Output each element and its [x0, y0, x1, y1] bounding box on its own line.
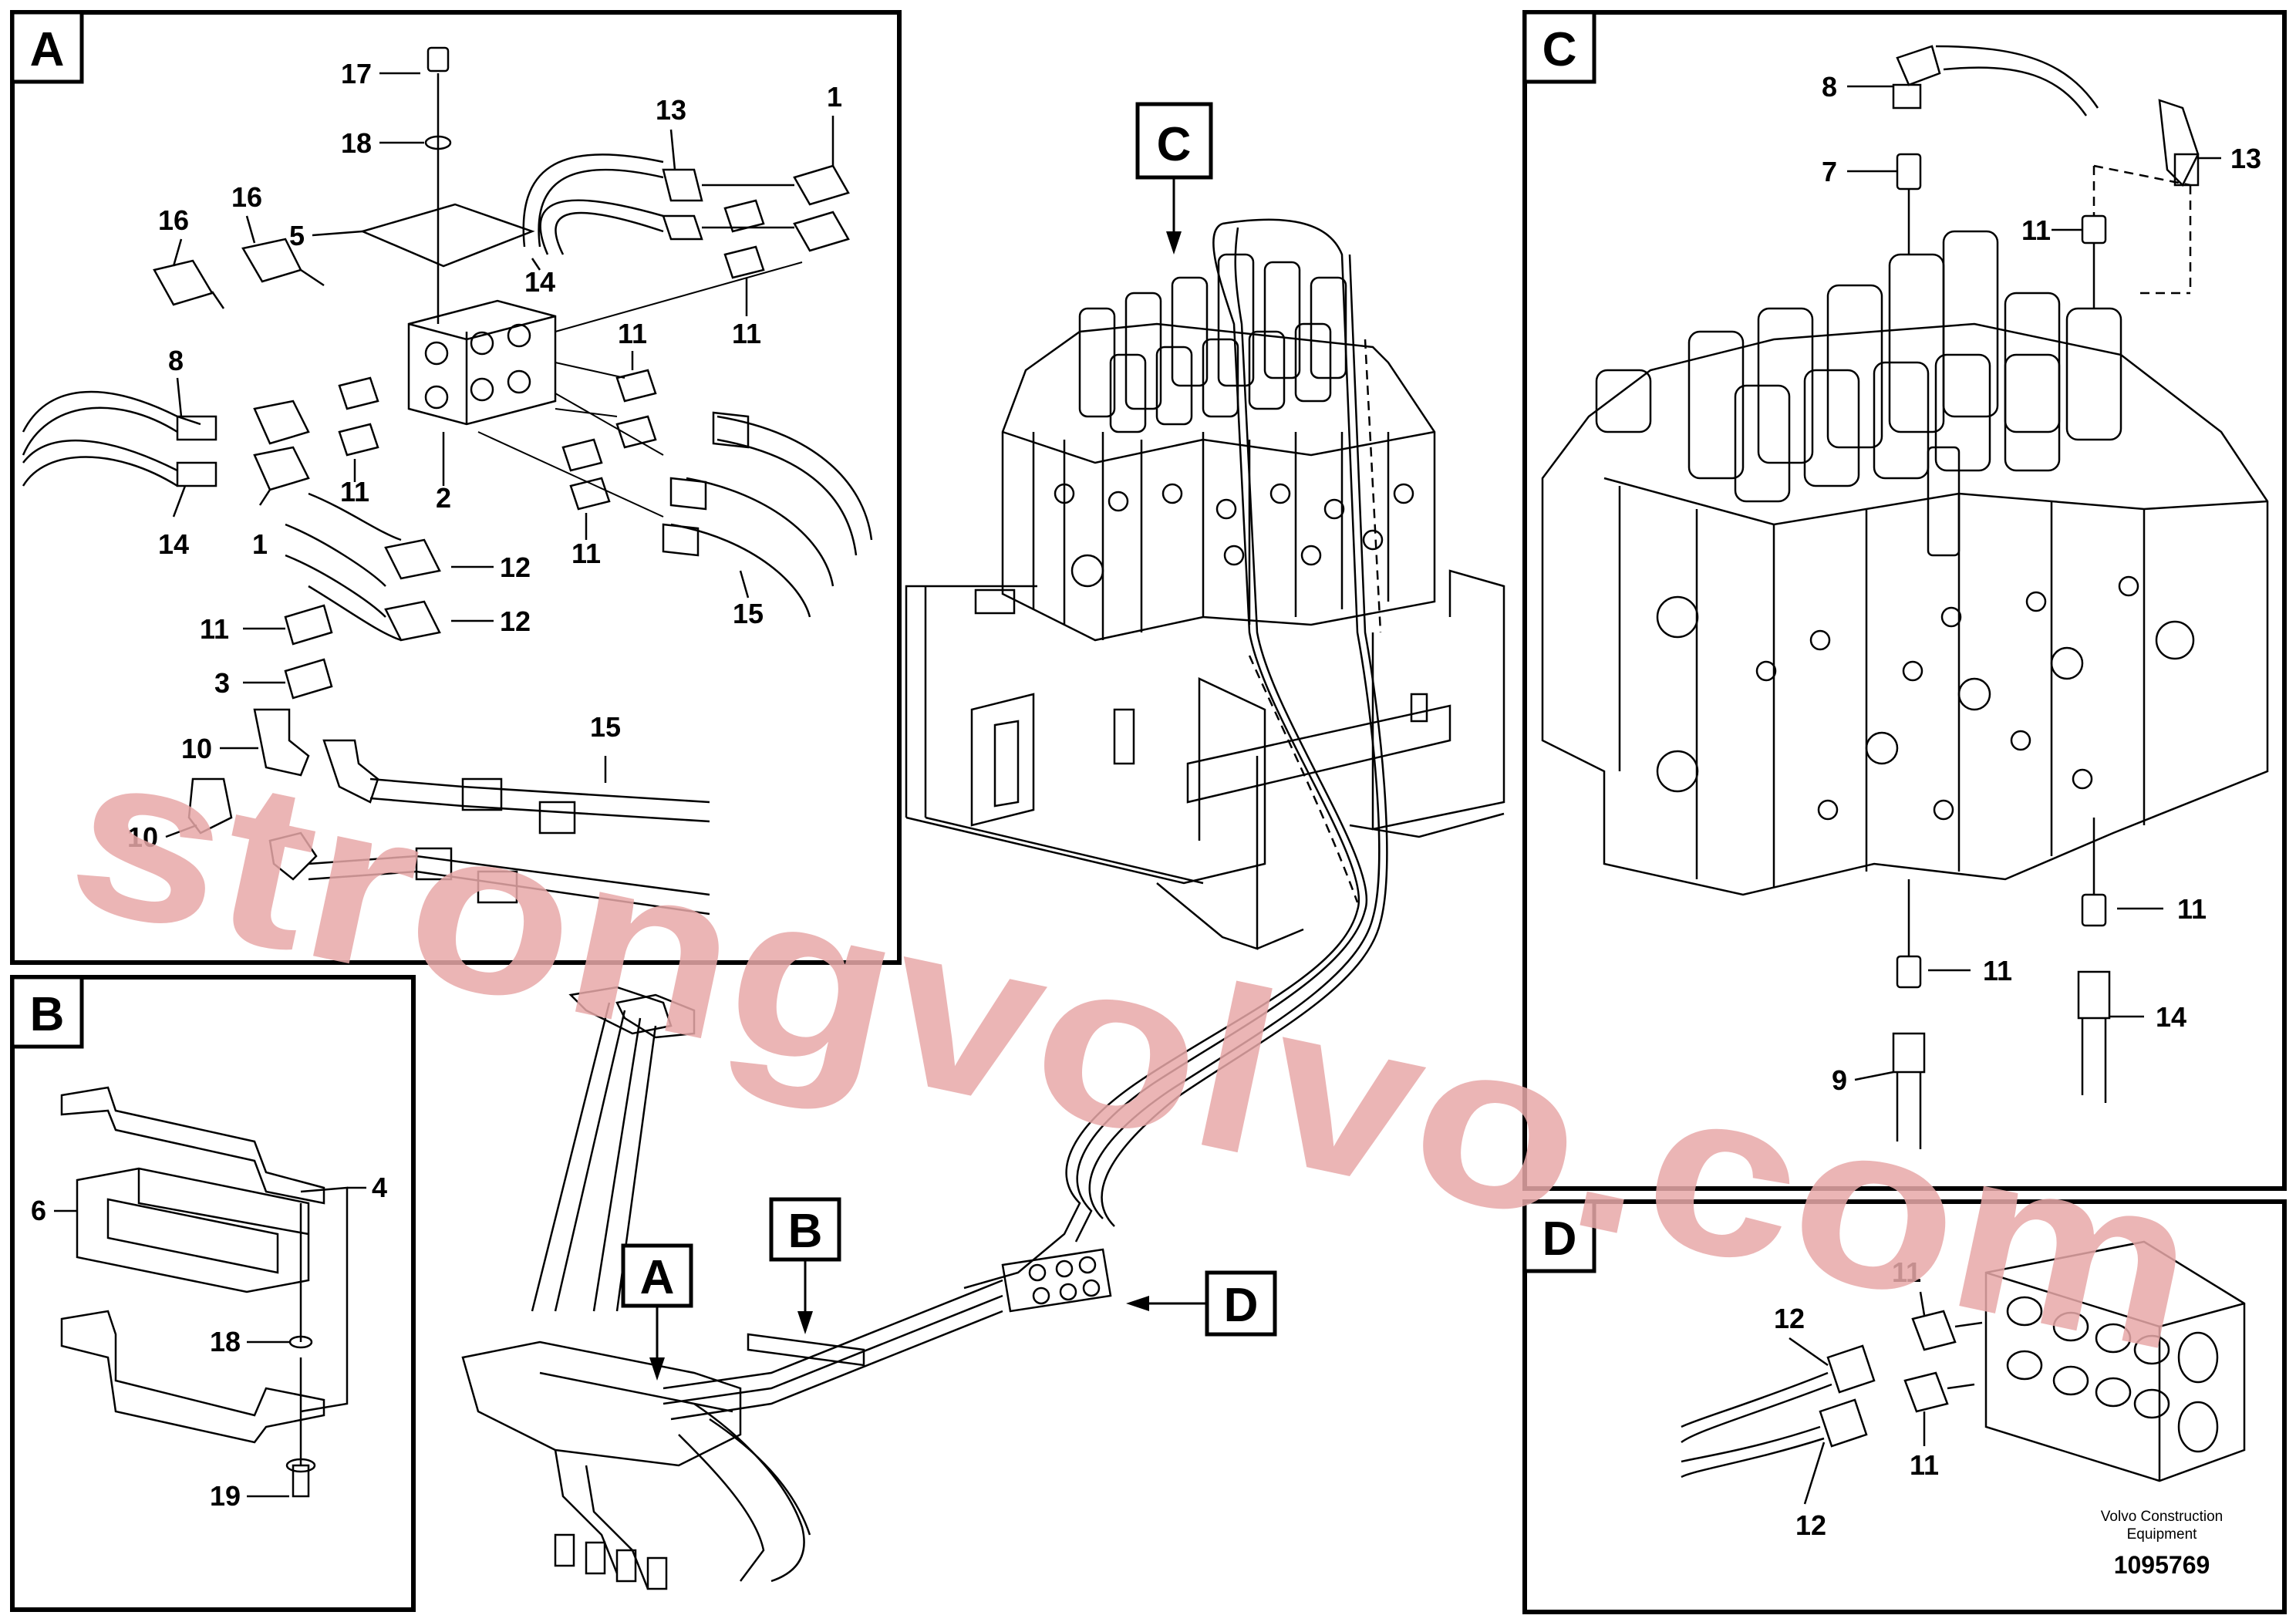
svg-text:C: C [1542, 23, 1577, 76]
callout-b: B [769, 1197, 841, 1334]
panel-b: B 4 6 18 19 [10, 975, 416, 1612]
svg-text:2: 2 [436, 482, 451, 514]
svg-text:1095769: 1095769 [2114, 1551, 2210, 1579]
svg-text:10: 10 [181, 733, 212, 764]
svg-text:11: 11 [2177, 893, 2207, 925]
svg-text:15: 15 [733, 598, 764, 629]
svg-text:11: 11 [340, 476, 369, 508]
svg-text:11: 11 [200, 613, 229, 645]
svg-text:B: B [30, 988, 65, 1041]
svg-text:11: 11 [571, 538, 601, 569]
svg-text:11: 11 [618, 318, 647, 349]
svg-text:10: 10 [127, 821, 158, 853]
svg-text:C: C [1157, 118, 1192, 171]
svg-text:Equipment: Equipment [2127, 1526, 2198, 1543]
svg-text:18: 18 [341, 127, 372, 159]
svg-text:1: 1 [827, 81, 842, 113]
svg-text:A: A [640, 1251, 675, 1304]
svg-text:14: 14 [158, 528, 189, 560]
svg-text:B: B [788, 1205, 823, 1258]
panel-d: D 11 12 11 12 [1522, 1199, 2287, 1614]
svg-text:13: 13 [2230, 143, 2261, 174]
svg-text:12: 12 [1795, 1509, 1826, 1541]
svg-text:6: 6 [31, 1195, 46, 1226]
svg-text:D: D [1224, 1279, 1259, 1332]
svg-text:16: 16 [231, 181, 262, 213]
svg-text:9: 9 [1832, 1064, 1847, 1096]
svg-text:11: 11 [1910, 1449, 1939, 1481]
callout-a: A [621, 1243, 693, 1381]
svg-text:8: 8 [1822, 71, 1837, 103]
footer-block: Volvo Construction Equipment 1095769 [2101, 1509, 2223, 1579]
svg-text:11: 11 [1983, 955, 2012, 986]
svg-text:A: A [30, 23, 65, 76]
svg-text:3: 3 [214, 667, 230, 699]
svg-text:11: 11 [732, 318, 761, 349]
svg-text:11: 11 [2021, 214, 2051, 246]
svg-text:13: 13 [656, 94, 686, 126]
svg-text:17: 17 [341, 58, 372, 89]
svg-text:7: 7 [1822, 156, 1837, 187]
svg-text:12: 12 [500, 551, 531, 583]
svg-text:19: 19 [210, 1480, 241, 1512]
svg-text:16: 16 [158, 204, 189, 236]
svg-text:11: 11 [1892, 1256, 1921, 1288]
svg-text:1: 1 [252, 528, 268, 560]
svg-text:14: 14 [524, 266, 555, 298]
callout-c: C [1135, 102, 1213, 255]
callout-d: D [1126, 1270, 1277, 1337]
svg-text:8: 8 [168, 345, 184, 376]
main-assembly-drawing [461, 218, 1505, 1590]
panel-c: C [1522, 10, 2287, 1191]
svg-text:12: 12 [1774, 1303, 1805, 1334]
svg-text:Volvo Construction: Volvo Construction [2101, 1509, 2223, 1525]
svg-text:14: 14 [2156, 1001, 2186, 1033]
svg-text:15: 15 [590, 711, 621, 743]
panel-a: A [10, 10, 902, 965]
svg-text:12: 12 [500, 605, 531, 637]
svg-text:5: 5 [289, 220, 305, 251]
svg-text:D: D [1542, 1212, 1577, 1266]
svg-text:18: 18 [210, 1326, 241, 1357]
svg-text:4: 4 [372, 1172, 387, 1203]
